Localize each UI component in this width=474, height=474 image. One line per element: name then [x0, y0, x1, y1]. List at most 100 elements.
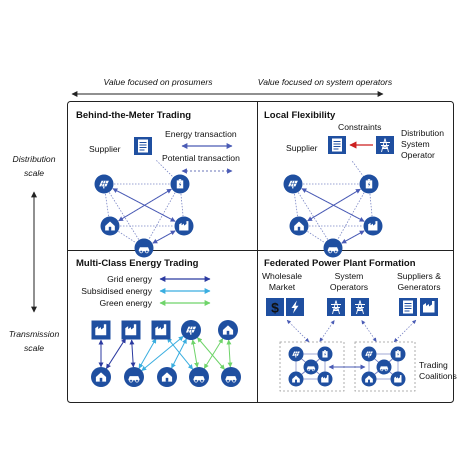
- energy-transaction-arrow: [112, 188, 176, 222]
- ev-car-icon: [323, 238, 343, 258]
- dso-label-line1: Distribution: [401, 128, 444, 138]
- energy-transaction-arrow: [341, 230, 365, 244]
- legend-energy-transaction: Energy transaction: [165, 129, 237, 139]
- axis-label-transmission-scale: scale: [24, 343, 44, 353]
- top-axis: Value focused on prosumers Value focused…: [71, 77, 393, 97]
- axis-label-prosumers: Value focused on prosumers: [103, 77, 213, 87]
- supplier-document-icon: [133, 136, 153, 156]
- grid-energy-arrow: [129, 339, 136, 368]
- supplier-document-icon-local: [327, 135, 347, 155]
- energy-transaction-arrow: [152, 230, 176, 244]
- dso-label-line2: System: [401, 139, 430, 149]
- panel-title-local: Local Flexibility: [264, 110, 336, 121]
- constraints-label: Constraints: [338, 122, 381, 132]
- pylon-icon-2: [350, 297, 370, 317]
- lightning-icon: [286, 298, 304, 316]
- ev-car-icon: [189, 367, 209, 387]
- house-icon: [91, 367, 111, 387]
- ev-car-icon: [134, 238, 154, 258]
- panel-title-fed: Federated Power Plant Formation: [264, 258, 416, 269]
- battery-icon: [317, 346, 333, 362]
- supplier-document-icon-fed: [398, 297, 418, 317]
- house-icon: [218, 320, 238, 340]
- prosumer-network-btm: [94, 160, 194, 258]
- factory-icon: [390, 371, 406, 387]
- ev-car-icon: [221, 367, 241, 387]
- panel-title-btm: Behind-the-Meter Trading: [76, 110, 191, 121]
- solar-panel-icon: [361, 346, 377, 362]
- grid-energy-arrow: [105, 338, 127, 369]
- subsidised-energy-arrow: [166, 337, 194, 370]
- house-icon: [100, 216, 120, 236]
- subsidised-energy-arrow: [171, 338, 187, 369]
- solar-panel-icon: [288, 346, 304, 362]
- house-icon: [157, 367, 177, 387]
- potential-transaction-arrow: [148, 192, 176, 240]
- battery-icon: [390, 346, 406, 362]
- supplier-label-local: Supplier: [286, 143, 318, 153]
- solar-panel-icon: [283, 174, 303, 194]
- multi-class-network: [91, 320, 241, 387]
- coalition-link-arrow: [301, 358, 306, 363]
- suppliers-label-line2: Generators: [398, 282, 441, 292]
- factory-icon-tile: [151, 320, 171, 340]
- coalition-link-arrow: [316, 371, 320, 375]
- coalition-link-arrow: [374, 358, 379, 363]
- energy-transaction-arrow: [307, 188, 361, 222]
- prosumer-network-local: [283, 161, 383, 258]
- axis-label-system-operators: Value focused on system operators: [258, 77, 393, 87]
- legend-subsidised-energy: Subsidised energy: [81, 286, 152, 296]
- house-icon: [289, 216, 309, 236]
- coalition-link-arrow: [315, 358, 321, 363]
- solar-panel-icon: [94, 174, 114, 194]
- operator-link-arrow: [361, 320, 377, 342]
- potential-transaction-arrow: [294, 193, 298, 217]
- dollar-icon: [266, 298, 284, 316]
- quadrant-frame: [67, 101, 454, 403]
- coalition-link-arrow: [301, 371, 306, 375]
- panel-title-multi: Multi-Class Energy Trading: [76, 258, 199, 269]
- supplier-link-arrow: [351, 161, 365, 177]
- supplier-link-arrow: [393, 319, 417, 343]
- legend-green-energy: Green energy: [99, 298, 152, 308]
- battery-icon: [170, 174, 190, 194]
- wholesale-label-line1: Wholesale: [262, 271, 302, 281]
- potential-transaction-arrow: [105, 193, 109, 217]
- axis-label-distribution: Distribution: [13, 154, 56, 164]
- coalition-link-arrow: [388, 358, 394, 363]
- operator-link-arrow: [319, 320, 335, 342]
- subsidised-energy-arrow: [138, 338, 157, 369]
- supplier-label: Supplier: [89, 144, 121, 154]
- house-icon: [361, 371, 377, 387]
- factory-icon: [174, 216, 194, 236]
- panel-multi-class: Multi-Class Energy Trading Grid energy S…: [76, 258, 241, 387]
- axis-label-distribution-scale: scale: [24, 168, 44, 178]
- factory-box-icon: [420, 298, 438, 316]
- ev-car-icon: [303, 359, 319, 375]
- factory-icon: [363, 216, 383, 236]
- potential-transaction-arrow: [307, 231, 325, 243]
- house-icon: [288, 371, 304, 387]
- suppliers-label-line1: Suppliers &: [397, 271, 441, 281]
- coalitions-label-line1: Trading: [419, 360, 448, 370]
- energy-transaction-arrow: [118, 188, 172, 222]
- green-energy-arrow: [226, 339, 233, 368]
- subsidised-energy-arrow: [141, 335, 184, 372]
- factory-icon-tile: [91, 320, 111, 340]
- legend-grid-energy: Grid energy: [107, 274, 153, 284]
- panel-local-flexibility: Local Flexibility Constraints Supplier D…: [264, 110, 444, 258]
- factory-icon: [317, 371, 333, 387]
- coalitions-label-line2: Coalitions: [419, 371, 457, 381]
- wholesale-label-line2: Market: [269, 282, 296, 292]
- legend-potential-transaction: Potential transaction: [162, 153, 240, 163]
- potential-transaction-arrow: [369, 193, 373, 217]
- axis-label-transmission: Transmission: [9, 329, 60, 339]
- ev-car-icon: [124, 367, 144, 387]
- sysop-label-line2: Operators: [330, 282, 368, 292]
- potential-transaction-arrow: [180, 193, 184, 217]
- potential-transaction-arrow: [118, 231, 136, 243]
- potential-transaction-arrow: [337, 192, 365, 240]
- supplier-link-arrow: [156, 160, 174, 178]
- green-energy-arrow: [197, 337, 225, 370]
